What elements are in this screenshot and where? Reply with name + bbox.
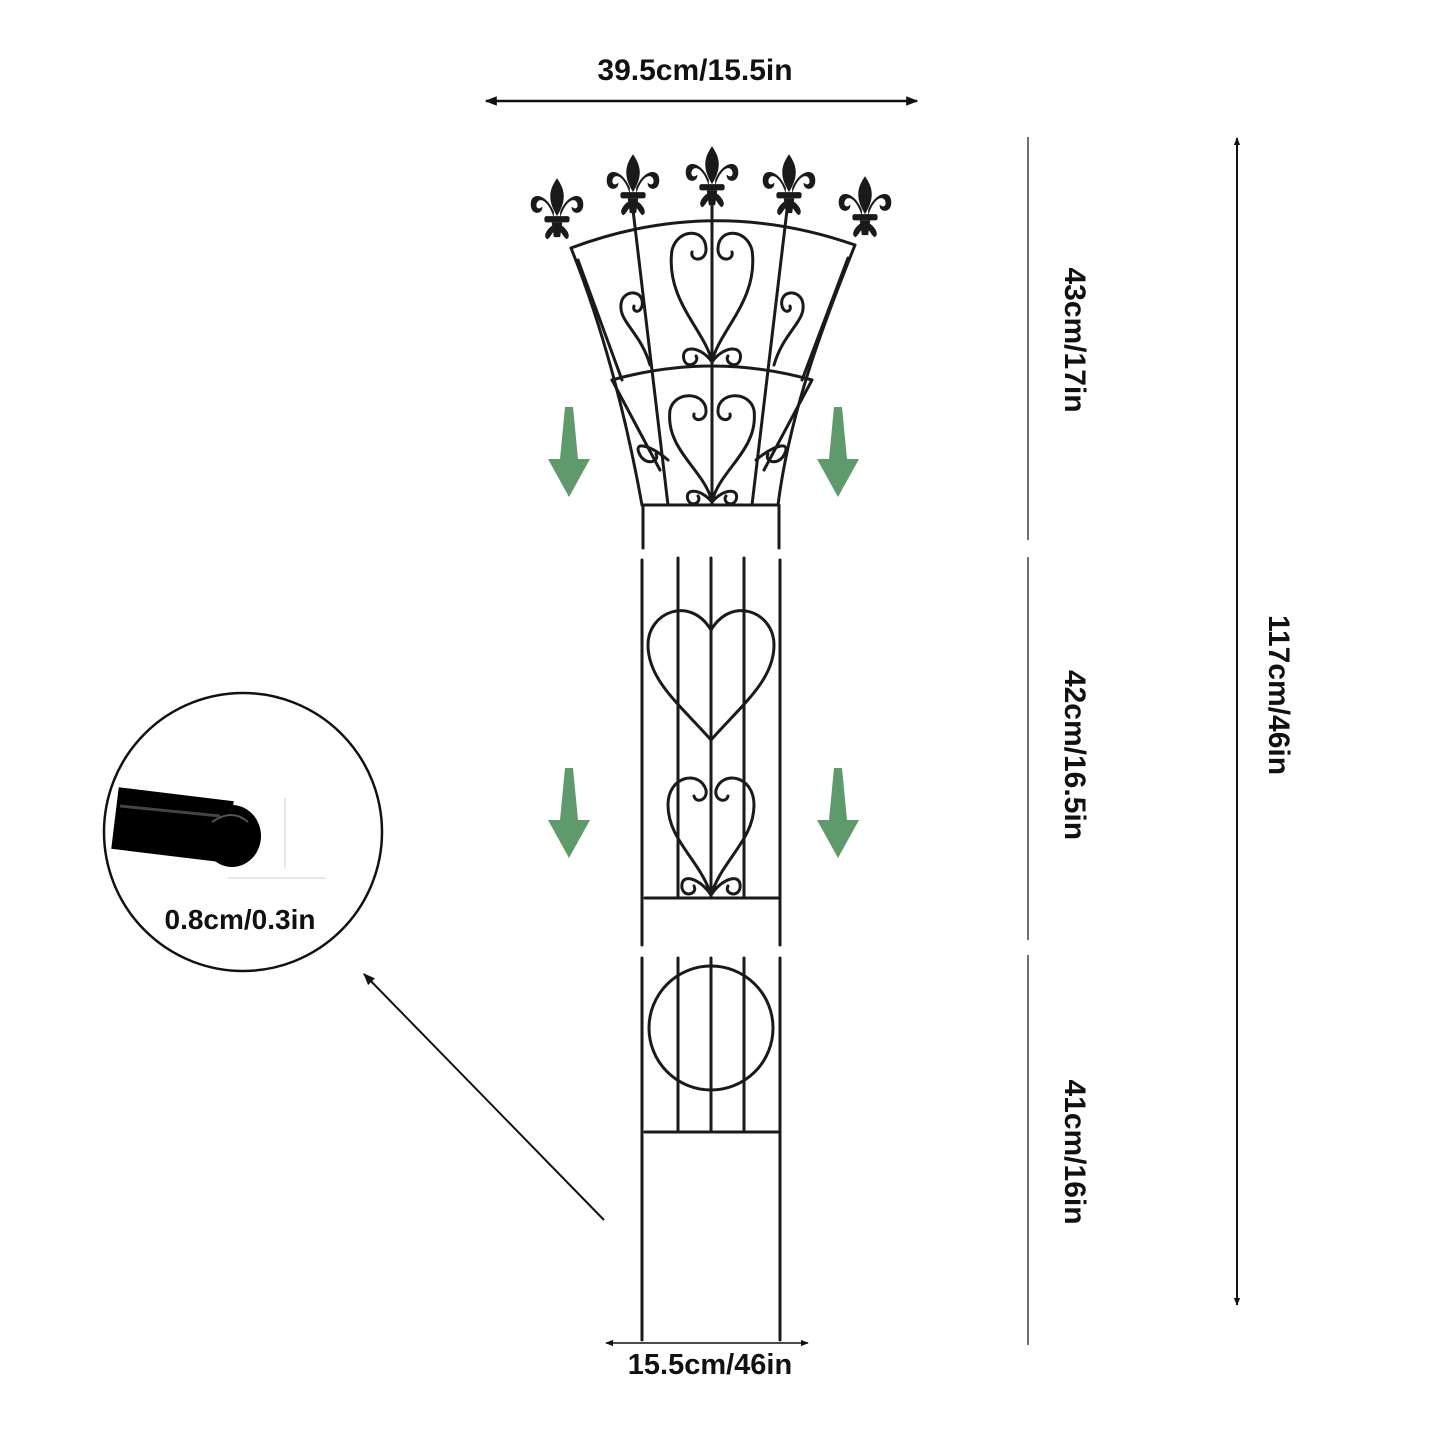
trellis-illustration [530,146,892,1342]
section-height-dimensions: 43cm/17in 42cm/16.5in 41cm/16in [1027,137,1091,1345]
top-width-label: 39.5cm/15.5in [597,54,792,87]
middle-section [640,556,782,947]
bottom-section [640,956,782,1342]
total-height-label: 117cm/46in [1262,615,1295,775]
rod-diameter-label: 0.8cm/0.3in [165,904,316,935]
middle-section-height-label: 42cm/16.5in [1058,670,1091,840]
down-arrow-icon [548,407,859,858]
top-fan-section [569,203,857,507]
rod-diameter-callout: 0.8cm/0.3in [102,691,384,973]
bottom-section-height-label: 41cm/16in [1058,1079,1091,1224]
bottom-width-dimension: 15.5cm/46in [605,1339,809,1381]
top-section-height-label: 43cm/17in [1058,267,1091,412]
callout-pointer [363,973,605,1221]
top-width-dimension: 39.5cm/15.5in [484,54,919,106]
bottom-width-label: 15.5cm/46in [628,1349,792,1381]
total-height-dimension: 117cm/46in [1233,137,1295,1306]
